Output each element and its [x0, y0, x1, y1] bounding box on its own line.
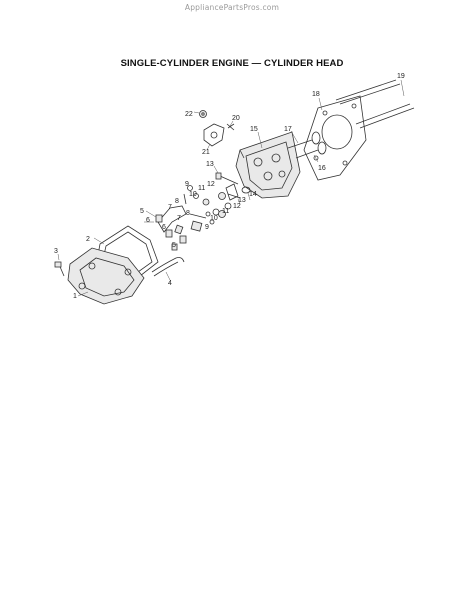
callout-1: 1	[73, 293, 77, 300]
head-gasket	[303, 95, 367, 181]
callout-22: 22	[185, 111, 193, 118]
callout-2: 2	[86, 236, 90, 243]
callout-8a: 8	[175, 198, 179, 205]
callout-19: 19	[397, 73, 405, 80]
callout-12b: 12	[233, 203, 241, 210]
screw-3	[54, 253, 65, 277]
callout-8b: 8	[186, 210, 190, 217]
callout-13a: 13	[206, 161, 214, 168]
callout-5b: 5	[172, 242, 176, 249]
callout-5a: 5	[140, 208, 144, 215]
head-bolts	[335, 79, 415, 129]
callout-12a: 12	[207, 181, 215, 188]
callout-21: 21	[202, 149, 210, 156]
callout-6b: 6	[162, 224, 166, 231]
callout-15: 15	[250, 126, 258, 133]
callout-16: 16	[318, 165, 326, 172]
callout-11a: 11	[198, 185, 205, 192]
intake-valve	[287, 130, 321, 149]
bolt-13-upper	[213, 165, 239, 185]
callout-17: 17	[284, 126, 292, 133]
callout-18: 18	[312, 91, 320, 98]
rocker-assembly	[183, 183, 239, 225]
callout-6a: 6	[146, 217, 150, 224]
callout-9b: 9	[205, 224, 209, 231]
bolt-13-lower	[227, 193, 241, 205]
gasket-21	[203, 123, 225, 151]
stud-20	[226, 120, 235, 131]
nut-22	[193, 110, 207, 118]
callout-7b: 7	[177, 215, 181, 222]
valve-cover	[67, 247, 145, 305]
callout-11b: 11	[222, 208, 229, 215]
cylinder-head	[235, 131, 301, 199]
callout-20: 20	[232, 115, 240, 122]
callout-10b: 10	[210, 215, 218, 222]
callout-3: 3	[54, 248, 58, 255]
callout-7a: 7	[168, 204, 172, 211]
exhaust-valve	[295, 141, 327, 163]
breather-hose	[151, 257, 185, 281]
callout-4: 4	[168, 280, 172, 287]
callout-14: 14	[249, 191, 257, 198]
callout-13b: 13	[238, 197, 246, 204]
diagram-title: SINGLE-CYLINDER ENGINE — CYLINDER HEAD	[120, 58, 344, 69]
rocker-arm-left	[144, 205, 203, 251]
washer-14	[241, 186, 251, 201]
callout-9a: 9	[185, 181, 189, 188]
callout-10a: 10	[189, 191, 197, 198]
site-watermark: AppliancePartsPros.com	[184, 3, 280, 12]
